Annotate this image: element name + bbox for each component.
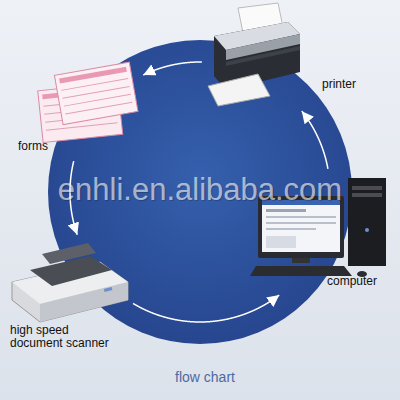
node-label: printer [322,78,356,91]
forms-illustration [38,62,138,142]
scanner-node: high speed document scanner [8,238,130,354]
node-label: computer [327,275,377,288]
watermark-text: enhli.en.alibaba.com [0,172,400,208]
flow-arrow [143,62,202,75]
scanner-illustration [12,243,128,322]
flow-arrow [133,295,279,322]
caption: flow chart [0,369,400,385]
node-label: forms [18,140,48,153]
printer-node: printer [205,2,365,108]
flow-arrow [302,111,328,169]
printer-illustration [208,3,300,106]
forms-node: forms [14,58,140,158]
node-label: high speed document scanner [10,324,118,350]
